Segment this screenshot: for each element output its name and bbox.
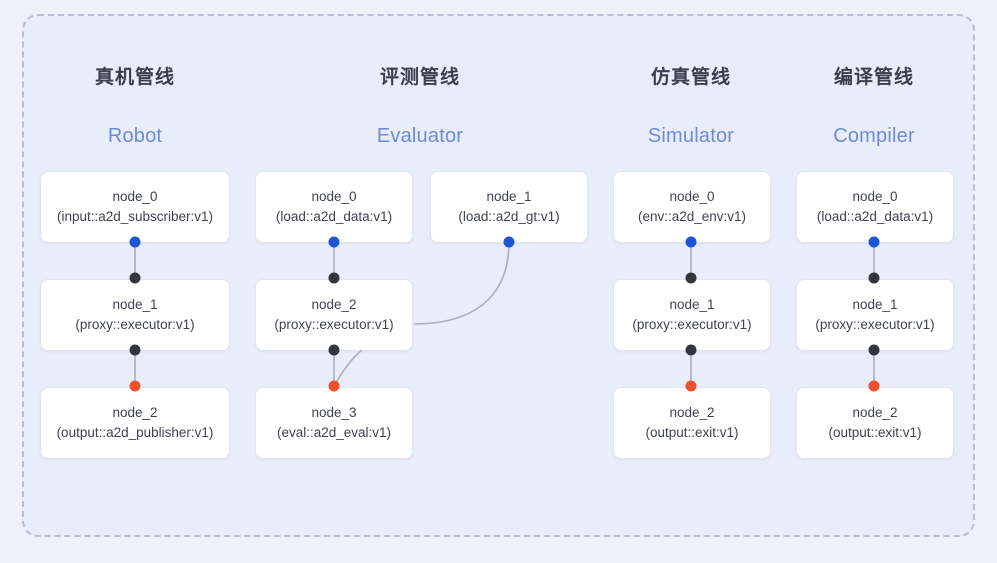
node-signature: (output::exit:v1) [828,425,922,440]
node-signature: (eval::a2d_eval:v1) [276,425,392,440]
node-box-compiler-2[interactable]: node_2 (output::exit:v1) [796,387,954,459]
port-dot-proxy-out-evaluator [328,344,340,356]
node-name: node_2 [852,405,898,421]
node-signature: (proxy::executor:v1) [815,317,935,332]
column-title-cn-simulator: 仿真管线 [650,67,732,88]
node-name: node_1 [669,297,715,313]
node-box-evaluator-0[interactable]: node_0 (load::a2d_data:v1) [255,171,413,243]
node-signature: (output::exit:v1) [645,425,739,440]
column-title-en-evaluator: Evaluator [376,125,464,147]
node-name: node_1 [112,297,158,313]
node-box-simulator-0[interactable]: node_0 (env::a2d_env:v1) [613,171,771,243]
node-name: node_1 [486,189,532,205]
port-dot-load-gt-evaluator [503,236,515,248]
node-signature: (input::a2d_subscriber:v1) [56,209,214,224]
node-box-compiler-1[interactable]: node_1 (proxy::executor:v1) [796,279,954,351]
column-title-en-simulator: Simulator [647,125,735,147]
node-name: node_0 [669,189,715,205]
node-box-robot-2[interactable]: node_2 (output::a2d_publisher:v1) [40,387,230,459]
port-dot-proxy-in-simulator [685,272,697,284]
node-name: node_2 [669,405,715,421]
port-dot-output-robot [129,380,141,392]
node-signature: (env::a2d_env:v1) [637,209,747,224]
port-dot-env-simulator [685,236,697,248]
column-title-cn-compiler: 编译管线 [833,67,915,88]
node-box-robot-1[interactable]: node_1 (proxy::executor:v1) [40,279,230,351]
node-name: node_0 [852,189,898,205]
column-title-cn-evaluator: 评测管线 [379,67,461,88]
node-box-simulator-2[interactable]: node_2 (output::exit:v1) [613,387,771,459]
node-signature: (load::a2d_data:v1) [816,209,934,224]
port-dot-eval-evaluator [328,380,340,392]
column-title-en-compiler: Compiler [833,125,915,147]
node-name: node_0 [311,189,357,205]
node-box-simulator-1[interactable]: node_1 (proxy::executor:v1) [613,279,771,351]
node-signature: (load::a2d_data:v1) [275,209,393,224]
port-dot-proxy-in-robot [129,272,141,284]
node-name: node_1 [852,297,898,313]
node-signature: (proxy::executor:v1) [75,317,195,332]
node-name: node_2 [112,405,158,421]
node-box-evaluator-2[interactable]: node_2 (proxy::executor:v1) [255,279,413,351]
node-name: node_0 [112,189,158,205]
port-dot-input-robot [129,236,141,248]
port-dot-load-compiler [868,236,880,248]
node-signature: (load::a2d_gt:v1) [458,209,560,224]
port-dot-proxy-out-simulator [685,344,697,356]
node-box-compiler-0[interactable]: node_0 (load::a2d_data:v1) [796,171,954,243]
node-box-evaluator-3[interactable]: node_3 (eval::a2d_eval:v1) [255,387,413,459]
port-dot-proxy-out-compiler [868,344,880,356]
node-signature: (output::a2d_publisher:v1) [56,425,214,440]
node-box-robot-0[interactable]: node_0 (input::a2d_subscriber:v1) [40,171,230,243]
node-name: node_3 [311,405,357,421]
node-name: node_2 [311,297,357,313]
port-dot-output-simulator [685,380,697,392]
port-dot-proxy-in-compiler [868,272,880,284]
port-dot-output-compiler [868,380,880,392]
node-signature: (proxy::executor:v1) [632,317,752,332]
port-dot-proxy-in-evaluator [328,272,340,284]
node-signature: (proxy::executor:v1) [274,317,394,332]
port-dot-load-data-evaluator [328,236,340,248]
column-title-en-robot: Robot [107,125,163,147]
node-box-evaluator-1[interactable]: node_1 (load::a2d_gt:v1) [430,171,588,243]
port-dot-proxy-out-robot [129,344,141,356]
column-title-cn-robot: 真机管线 [94,67,176,88]
